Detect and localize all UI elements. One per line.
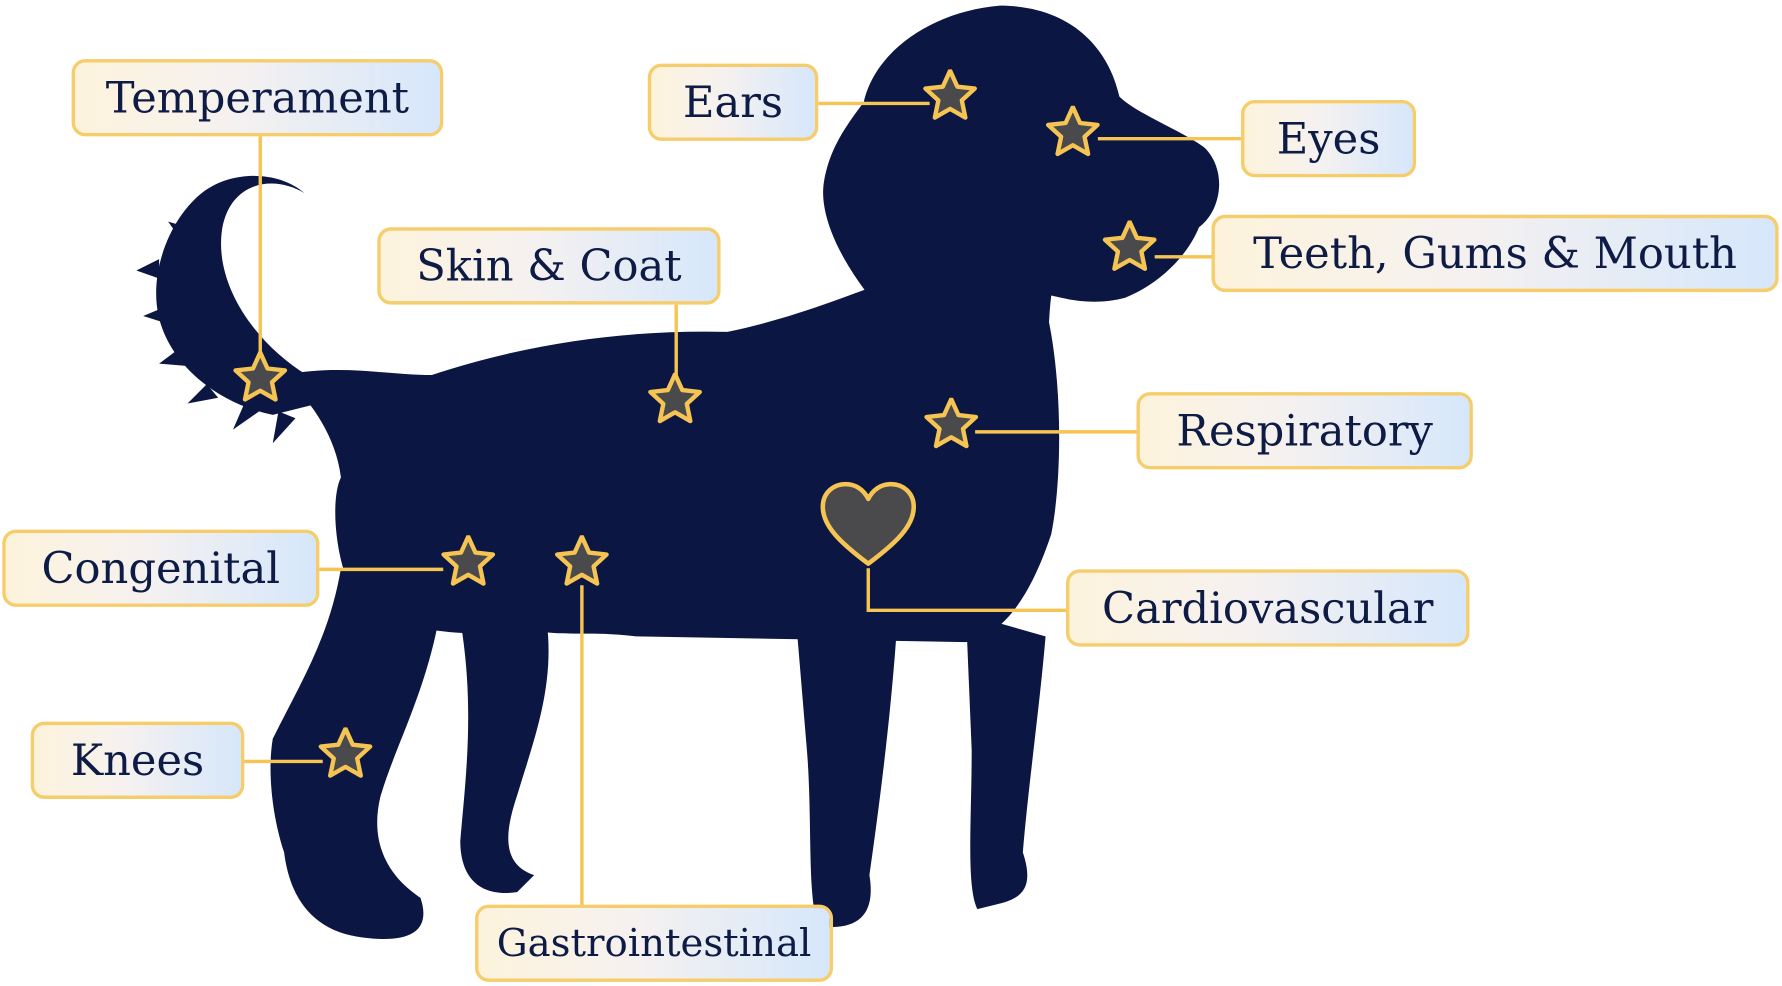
label-teeth-gums-mouth: Teeth, Gums & Mouth bbox=[1211, 214, 1779, 293]
label-cardiovascular: Cardiovascular bbox=[1066, 569, 1470, 647]
label-respiratory: Respiratory bbox=[1136, 392, 1473, 470]
heart-icon bbox=[820, 481, 917, 566]
connector-lines bbox=[243, 101, 1244, 907]
label-skin-coat: Skin & Coat bbox=[377, 227, 721, 305]
dog-silhouette bbox=[136, 5, 1220, 939]
label-congenital: Congenital bbox=[2, 529, 320, 607]
markers bbox=[236, 71, 1155, 776]
label-gastrointestinal: Gastrointestinal bbox=[475, 904, 834, 982]
label-eyes: Eyes bbox=[1241, 100, 1417, 178]
dog-tail bbox=[156, 175, 341, 415]
label-ears: Ears bbox=[647, 63, 819, 141]
connector-cardiovascular bbox=[866, 568, 1069, 612]
label-temperament: Temperament bbox=[71, 59, 444, 137]
dog-tail-fur bbox=[136, 221, 296, 444]
label-knees: Knees bbox=[30, 721, 245, 799]
dog-front-leg-left bbox=[795, 613, 898, 928]
dog-front-leg-right bbox=[966, 613, 1046, 910]
dog-rear-leg-right bbox=[454, 590, 549, 894]
dog-head bbox=[823, 5, 1220, 410]
